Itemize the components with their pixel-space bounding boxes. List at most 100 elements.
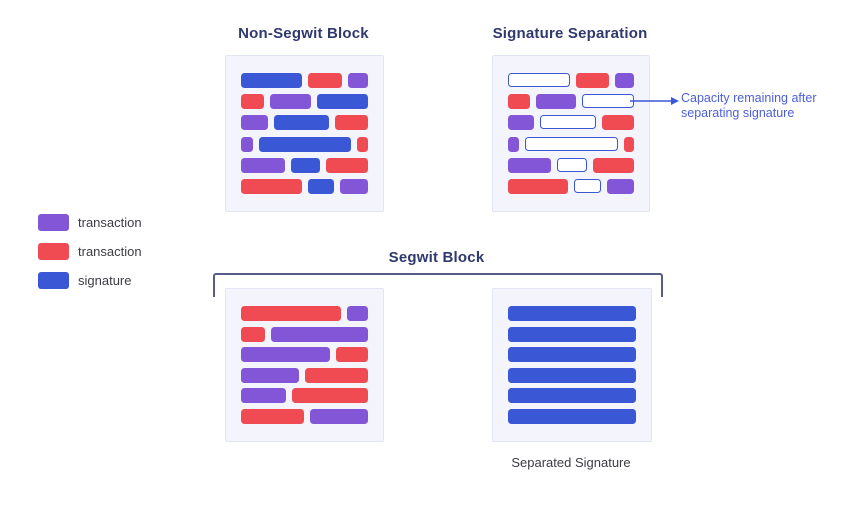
legend-swatch-transaction-purple <box>38 214 69 231</box>
transaction-bar-purple <box>508 136 520 152</box>
block-row <box>241 73 368 88</box>
transaction-bar-red <box>592 157 634 173</box>
block-row <box>508 157 634 173</box>
arrow-right-icon <box>630 97 679 105</box>
transaction-bar-purple <box>508 115 535 131</box>
signature-bar <box>308 178 335 194</box>
legend-item-transaction-red: transaction <box>38 243 142 260</box>
transaction-bar-purple <box>241 388 286 404</box>
signature-bar <box>508 326 636 342</box>
block-row <box>508 326 636 342</box>
transaction-bar-purple <box>241 367 300 383</box>
transaction-bar-purple <box>241 115 268 131</box>
signature-bar <box>291 157 320 173</box>
transaction-bar-red <box>291 388 368 404</box>
block-row <box>508 115 635 131</box>
separated-signature-block <box>492 288 652 442</box>
block-row <box>508 306 636 321</box>
legend-item-signature-blue: signature <box>38 272 142 289</box>
transaction-bar-red <box>335 347 368 363</box>
transaction-bar-purple <box>606 178 634 194</box>
block-row <box>508 136 634 152</box>
block-row <box>241 157 368 173</box>
block-row <box>241 136 368 152</box>
freed-capacity-bar <box>582 94 634 109</box>
block-row <box>508 94 634 110</box>
segwit-transactions-block <box>225 288 384 442</box>
transaction-bar-purple <box>241 157 286 173</box>
block-row <box>241 408 368 424</box>
transaction-bar-purple <box>309 408 368 424</box>
separated-signature-label: Separated Signature <box>511 455 631 470</box>
legend-label: transaction <box>78 244 142 259</box>
transaction-bar-red <box>241 94 264 110</box>
transaction-bar-red <box>357 136 368 152</box>
block-row <box>508 367 636 383</box>
segwit-block-title: Segwit Block <box>388 249 485 266</box>
block-row <box>508 178 634 194</box>
signature-bar <box>241 73 303 88</box>
legend-label: transaction <box>78 215 142 230</box>
transaction-bar-red <box>602 115 635 131</box>
block-row <box>241 94 369 110</box>
non-segwit-block-title: Non-Segwit Block <box>238 25 369 42</box>
block-row <box>508 73 634 88</box>
legend-label: signature <box>78 273 132 288</box>
block-row <box>508 388 636 404</box>
signature-bar <box>258 136 352 152</box>
transaction-bar-purple <box>269 94 311 110</box>
transaction-bar-red <box>241 306 341 321</box>
transaction-bar-red <box>241 178 303 194</box>
segwit-transactions-block-rows <box>241 306 368 424</box>
block-row <box>241 388 368 404</box>
transaction-bar-red <box>508 178 568 194</box>
signature-separation-block-rows <box>508 73 635 194</box>
signature-bar <box>273 115 330 131</box>
transaction-bar-red <box>508 94 531 110</box>
freed-capacity-bar <box>508 73 570 87</box>
block-row <box>241 306 368 321</box>
transaction-bar-purple <box>614 73 634 88</box>
block-row <box>241 347 368 363</box>
block-row <box>241 326 368 342</box>
transaction-bar-red <box>305 367 368 383</box>
transaction-bar-purple <box>508 157 551 173</box>
block-row <box>508 347 636 363</box>
signature-separation-title: Signature Separation <box>492 25 648 42</box>
transaction-bar-red <box>241 408 304 424</box>
separated-signature-block-rows <box>508 306 636 424</box>
block-row <box>241 115 368 131</box>
block-row <box>241 178 368 194</box>
non-segwit-block <box>225 55 384 212</box>
legend-swatch-signature-blue <box>38 272 69 289</box>
transaction-bar-red <box>308 73 343 88</box>
signature-separation-block <box>492 55 650 212</box>
segwit-span-bracket <box>213 273 663 297</box>
signature-bar <box>508 388 636 404</box>
legend-item-transaction-purple: transaction <box>38 214 142 231</box>
transaction-bar-red <box>241 326 265 342</box>
signature-bar <box>508 306 636 321</box>
block-row <box>241 367 368 383</box>
transaction-bar-purple <box>270 326 368 342</box>
signature-bar <box>508 367 636 383</box>
transaction-bar-purple <box>241 347 330 363</box>
freed-capacity-bar <box>540 115 597 130</box>
transaction-bar-red <box>335 115 368 131</box>
freed-capacity-bar <box>525 136 618 151</box>
transaction-bar-purple <box>340 178 368 194</box>
freed-capacity-bar <box>556 157 587 172</box>
capacity-remaining-annotation: Capacity remaining after separating sign… <box>681 91 817 120</box>
transaction-bar-purple <box>346 306 368 321</box>
non-segwit-block-rows <box>241 73 369 194</box>
signature-bar <box>316 94 369 110</box>
legend: transaction transaction signature <box>38 214 142 301</box>
signature-bar <box>508 408 636 424</box>
signature-bar <box>508 347 636 363</box>
transaction-bar-purple <box>348 73 368 88</box>
transaction-bar-red <box>575 73 609 88</box>
transaction-bar-red <box>325 157 368 173</box>
block-row <box>508 408 636 424</box>
transaction-bar-purple <box>241 136 253 152</box>
